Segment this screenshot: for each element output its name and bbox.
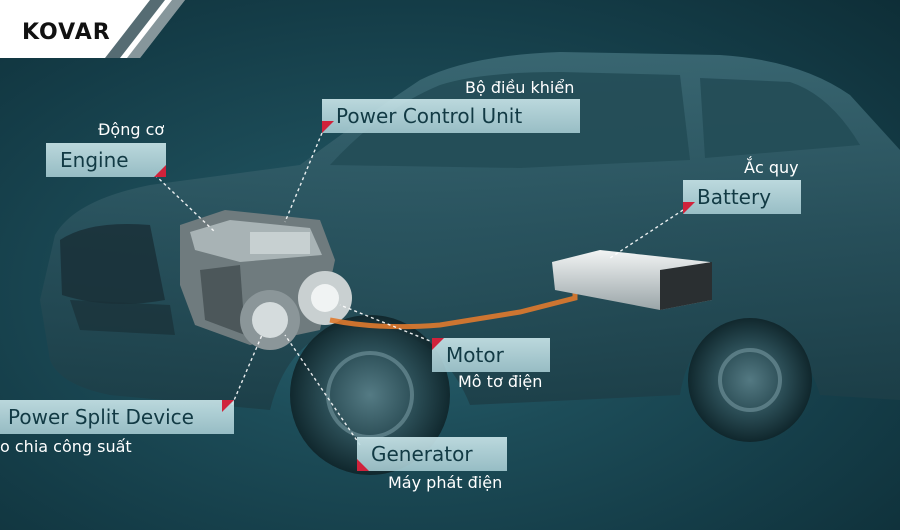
motor-label-vi: Mô tơ điện	[458, 372, 543, 391]
battery-marker	[683, 202, 695, 214]
logo-background	[0, 0, 185, 58]
generator-leader	[284, 334, 361, 446]
motor-label: Motor	[432, 338, 550, 372]
pcu-leader	[284, 132, 323, 223]
psd-marker	[222, 400, 234, 412]
psd-label: Power Split Device	[0, 400, 234, 434]
motor-leader	[339, 304, 436, 344]
battery-pack	[552, 250, 712, 310]
battery-label-text: Battery	[697, 185, 772, 209]
motor-label-text: Motor	[446, 343, 504, 367]
motor-marker	[432, 338, 444, 350]
generator-disc	[298, 271, 352, 325]
power-cable	[329, 270, 578, 330]
engine-label-text: Engine	[60, 148, 129, 172]
pcu-label-text: Power Control Unit	[336, 104, 523, 128]
pcu-label-vi: Bộ điều khiển	[465, 78, 575, 97]
battery-label: Battery	[683, 180, 801, 214]
psd-label-vi: o chia công suất	[0, 437, 132, 456]
engine-leader	[154, 174, 216, 233]
pcu-label: Power Control Unit	[322, 99, 580, 133]
car-grille	[60, 224, 165, 304]
battery-leader	[609, 209, 684, 259]
generator-label: Generator	[357, 437, 507, 471]
pcu-marker	[322, 121, 334, 133]
psd-label-text: Power Split Device	[8, 405, 194, 429]
engine-label-vi: Động cơ	[98, 120, 165, 139]
brand-logo[interactable]: KOVAR	[22, 20, 111, 45]
engine-marker	[154, 165, 166, 177]
generator-label-text: Generator	[371, 442, 473, 466]
generator-label-vi: Máy phát điện	[388, 473, 503, 492]
psd-leader	[231, 334, 263, 406]
rear-wheel	[688, 318, 812, 442]
generator-marker	[357, 459, 369, 471]
engine-label: Engine	[46, 143, 166, 177]
battery-label-vi: Ắc quy	[744, 158, 799, 177]
